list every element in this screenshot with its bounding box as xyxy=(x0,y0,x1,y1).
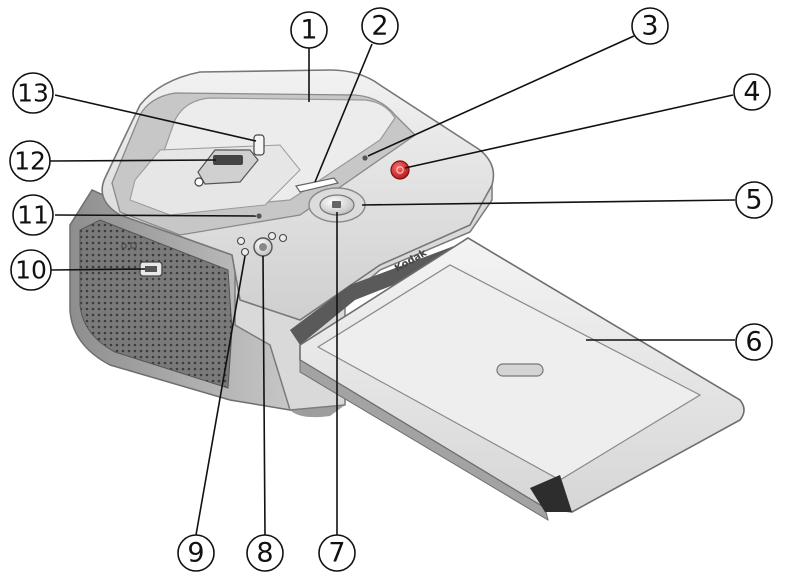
print-button xyxy=(253,237,273,257)
callout-4: 4 xyxy=(733,73,771,111)
usb-port xyxy=(121,242,163,277)
camera-insert-tab xyxy=(253,134,265,156)
button-right-bottom xyxy=(278,233,288,243)
callout-2-label: 2 xyxy=(371,11,388,42)
status-light-strip xyxy=(295,177,340,193)
navigation-controller xyxy=(308,187,366,223)
paper-tray: Kodak xyxy=(299,237,745,522)
callout-3: 3 xyxy=(631,7,669,45)
callout-7-label: 7 xyxy=(328,538,345,569)
leader-13 xyxy=(54,94,257,142)
callout-12-label: 12 xyxy=(14,147,46,176)
callout-10-label: 10 xyxy=(15,256,47,285)
leader-11 xyxy=(54,214,257,217)
callout-1-label: 1 xyxy=(300,15,317,46)
speaker-grille xyxy=(79,219,233,389)
callout-8-label: 8 xyxy=(256,538,273,569)
callout-3-label: 3 xyxy=(641,11,658,42)
callout-13-label: 13 xyxy=(17,79,49,108)
indicator-light-11 xyxy=(256,213,262,219)
printer-body xyxy=(69,69,495,418)
leader-2 xyxy=(314,43,373,183)
callout-6: 6 xyxy=(735,323,773,361)
dock-connector xyxy=(194,149,259,187)
callout-9-label: 9 xyxy=(187,538,204,569)
leader-9 xyxy=(195,255,246,536)
callout-5: 5 xyxy=(735,181,773,219)
button-9-left-top xyxy=(236,236,246,246)
leader-8 xyxy=(262,255,266,536)
power-button xyxy=(390,160,410,180)
paper-tray-handle xyxy=(530,475,572,512)
callout-2: 2 xyxy=(361,7,399,45)
indicator-light-3 xyxy=(362,155,368,161)
leader-12 xyxy=(49,159,217,162)
callout-8: 8 xyxy=(246,534,284,572)
callout-13: 13 xyxy=(12,72,54,114)
paper-tray-grip xyxy=(496,363,544,377)
leader-4 xyxy=(404,94,734,169)
callout-9: 9 xyxy=(177,534,215,572)
callout-11-label: 11 xyxy=(17,201,49,230)
callout-7: 7 xyxy=(318,534,356,572)
leader-5 xyxy=(361,199,736,206)
leader-lines xyxy=(49,35,736,536)
leader-3 xyxy=(367,35,635,157)
button-right-top xyxy=(267,231,277,241)
callout-5-label: 5 xyxy=(745,185,762,216)
callouts: 1 2 3 4 5 6 7 8 xyxy=(9,7,773,572)
callout-6-label: 6 xyxy=(745,327,762,358)
callout-11: 11 xyxy=(12,194,54,236)
leader-10 xyxy=(50,268,146,271)
callout-4-label: 4 xyxy=(743,77,760,108)
ok-button xyxy=(332,201,341,208)
button-9-left-bottom xyxy=(240,247,250,257)
callout-10: 10 xyxy=(10,249,52,291)
callout-12: 12 xyxy=(9,140,51,182)
callout-1: 1 xyxy=(290,11,328,49)
